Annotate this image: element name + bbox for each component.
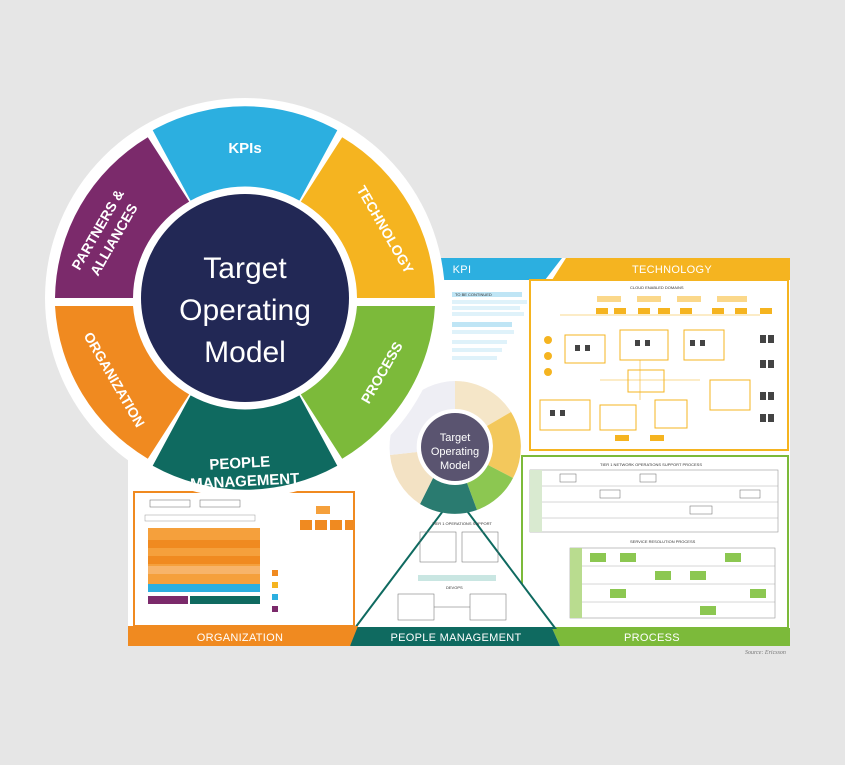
mini-title-line-1: Target [440, 432, 471, 444]
mini-title-line-3: Model [440, 460, 470, 472]
mini-title-line-2: Operating [431, 446, 479, 458]
mini-segment-tech-2 [487, 412, 521, 478]
main-wheel: Target Operating Model KPIs TECHNOLOGY P… [45, 98, 445, 498]
process-panel-label: PROCESS [624, 632, 680, 644]
kpi-rows [452, 292, 527, 360]
process-panel-frame [521, 455, 789, 629]
people-management-header [350, 628, 560, 646]
mini-segment-org [390, 452, 433, 504]
kpi-panel: KPI TO BE CONTINUED [436, 258, 562, 360]
main-title-line-3: Model [204, 336, 286, 369]
source-credit: Source: Ericsson [745, 650, 786, 656]
mini-segment-process [467, 465, 513, 510]
process-snippet-tier: TIER 1 NETWORK OPERATIONS SUPPORT PROCES… [600, 462, 702, 467]
technology-panel: TECHNOLOGY CLOUD ENABLED DOMAINS [529, 258, 790, 451]
people-snippet-devops: DEVOPS [446, 585, 463, 590]
mini-wheel-center [421, 413, 489, 481]
technology-panel-header [552, 258, 790, 280]
segment-people-label-line-2: MANAGEMENT [190, 470, 300, 493]
technology-snippet: CLOUD ENABLED DOMAINS [630, 285, 684, 290]
people-management-panel: PEOPLE MANAGEMENT TIER 1 OPERATIONS SUPP… [350, 493, 560, 646]
technology-network [539, 296, 774, 441]
organization-panel-header [128, 626, 358, 646]
mini-segment-kpi [389, 381, 455, 455]
process-swimlane-2 [569, 547, 776, 619]
mini-segment-tech [455, 381, 511, 426]
people-management-label: PEOPLE MANAGEMENT [390, 632, 521, 644]
poster: KPI TO BE CONTINUED TECHNOLOGY CLOUD ENA… [128, 258, 790, 656]
segment-kpis-label: KPIs [228, 140, 261, 157]
kpi-snippet: TO BE CONTINUED [455, 292, 492, 297]
kpi-panel-header [436, 258, 562, 280]
segment-process [300, 306, 435, 459]
process-panel: PROCESS TIER 1 NETWORK OPERATIONS SUPPOR… [521, 455, 790, 646]
organization-chart [144, 499, 353, 612]
segment-organization [55, 306, 190, 459]
segment-people-label-line-1: PEOPLE [209, 453, 271, 473]
segment-partners-alliances [55, 137, 190, 298]
process-panel-header [552, 628, 790, 646]
segment-technology [300, 137, 435, 298]
segment-people-management [152, 395, 338, 490]
technology-panel-label: TECHNOLOGY [632, 264, 712, 276]
main-title-line-2: Operating [179, 294, 311, 327]
mini-wheel: Target Operating Model [389, 381, 521, 514]
organization-panel-label: ORGANIZATION [197, 632, 284, 644]
main-wheel-center [141, 194, 349, 402]
process-swimlane-1 [529, 469, 779, 533]
process-snippet-service: SERVICE RESOLUTION PROCESS [630, 539, 696, 544]
people-snippet-tier1: TIER 1 OPERATIONS SUPPORT [432, 521, 492, 526]
organization-panel: ORGANIZATION [128, 491, 358, 646]
technology-panel-frame [529, 279, 789, 451]
kpi-panel-label: KPI [453, 264, 472, 276]
segment-kpis [152, 106, 338, 201]
mini-segment-people [420, 478, 477, 514]
main-title-line-1: Target [203, 252, 287, 285]
